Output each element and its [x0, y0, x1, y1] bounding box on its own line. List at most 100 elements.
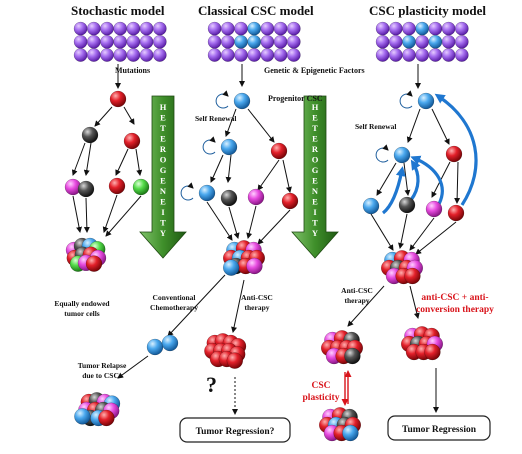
arrow-conventional-chemotherapy: [167, 274, 226, 337]
label-plasticity: plasticity: [303, 393, 340, 403]
blue-cell: [222, 259, 240, 276]
purple-cell: [126, 48, 141, 62]
label-anti-csc-anti-conversion: anti-CSC + anti-: [421, 293, 488, 303]
purple-cell: [260, 34, 275, 49]
heterogeneity-letter: O: [312, 155, 319, 165]
blue-cell: [161, 334, 179, 352]
arrow: [72, 195, 82, 233]
heterogeneity-letter: N: [312, 186, 319, 196]
purple-cell: [375, 21, 390, 36]
heterogeneity-letter: G: [160, 165, 167, 175]
purple-cell: [454, 48, 469, 62]
purple-cell: [126, 21, 141, 36]
label-anti-csc-2: Anti-CSC: [341, 286, 373, 295]
box-tumor-regression: Tumor Regression: [387, 415, 491, 441]
purple-cell: [286, 21, 301, 36]
purple-cell: [73, 48, 88, 62]
heterogeneity-letter: E: [160, 176, 166, 186]
label-due-to-cscs: due to CSCs: [82, 371, 122, 380]
arrow-anti-conversion: [409, 285, 420, 319]
purple-cell: [139, 48, 154, 62]
heterogeneity-letter: E: [160, 134, 166, 144]
heterogeneity-letter: E: [160, 197, 166, 207]
arrow: [225, 154, 232, 183]
heterogeneity-letter: I: [313, 207, 317, 217]
arrow: [403, 162, 411, 196]
magenta-cell: [246, 257, 263, 275]
purple-cell: [273, 34, 288, 49]
heterogeneity-letter: H: [160, 102, 167, 112]
arrow: [409, 217, 435, 251]
purple-cell: [428, 48, 443, 62]
arrow: [210, 154, 224, 183]
green-cell: [132, 178, 150, 196]
arrow-tumor-relapse: [117, 355, 149, 379]
self-renewal-loop-arrow: [202, 136, 216, 155]
blue-cell: [247, 34, 262, 49]
blue-cell: [234, 34, 248, 49]
heterogeneity-letter: E: [312, 134, 318, 144]
label-csc: CSC: [311, 381, 330, 391]
arrow: [398, 213, 408, 249]
purple-cell: [100, 21, 114, 36]
label-tumor-relapse: Tumor Relapse: [78, 361, 127, 370]
heterogeneity-letter: Y: [160, 228, 166, 238]
blue-cell: [198, 184, 216, 202]
black-cell: [77, 180, 95, 198]
blue-cell: [342, 424, 359, 442]
arrow: [282, 159, 292, 193]
purple-cell: [152, 34, 167, 49]
magenta-cell: [247, 188, 265, 206]
blue-cell: [247, 21, 262, 36]
heterogeneity-letter: E: [312, 197, 318, 207]
purple-cell: [402, 48, 416, 62]
arrow: [406, 108, 421, 143]
text-tumor-regression-question: Tumor Regression?: [196, 427, 275, 437]
label-anti-csc-1: Anti-CSC: [241, 293, 273, 302]
purple-cell: [247, 48, 262, 62]
purple-cell: [86, 34, 101, 49]
arrow: [431, 108, 450, 145]
title-plasticity: CSC plasticity model: [369, 3, 486, 18]
label-self-renewal-1: Self Renewal: [195, 114, 236, 123]
blue-cell: [393, 146, 411, 164]
self-renewal-loop-arrow: [180, 182, 194, 201]
arrow: [257, 209, 291, 245]
heterogeneity-letter: H: [312, 102, 319, 112]
title-stochastic: Stochastic model: [71, 3, 165, 18]
red-cell: [404, 267, 421, 285]
heterogeneity-letter: T: [312, 218, 318, 228]
purple-cell: [388, 34, 403, 49]
purple-cell: [113, 21, 128, 36]
purple-cell: [152, 48, 167, 62]
arrow: [257, 159, 280, 191]
heterogeneity-arrow-2: [291, 95, 339, 259]
magenta-cell: [425, 200, 443, 218]
red-cell: [424, 343, 441, 361]
purple-cell: [152, 21, 167, 36]
purple-cell: [273, 21, 288, 36]
label-tumor-cells: tumor cells: [64, 309, 100, 318]
blue-cell: [415, 21, 430, 36]
arrow-anti-csc-therapy: [231, 279, 245, 333]
purple-cell: [286, 34, 301, 49]
arrow: [83, 197, 90, 233]
purple-cell: [86, 48, 101, 62]
self-renewal-loop-arrow: [215, 90, 229, 109]
self-renewal-loop-arrow: [399, 90, 413, 109]
black-cell: [344, 347, 361, 365]
red-cell: [85, 255, 103, 272]
blue-cell: [417, 92, 435, 110]
plasticity-arrow-4: [434, 93, 478, 206]
purple-cell: [139, 34, 154, 49]
purple-cell: [207, 48, 222, 62]
box-tumor-regression-question: Tumor Regression?: [179, 417, 291, 443]
purple-cell: [388, 21, 403, 36]
purple-cell: [454, 34, 469, 49]
red-cell: [109, 90, 127, 108]
heterogeneity-letter: G: [312, 165, 319, 175]
red-cell: [447, 204, 465, 222]
